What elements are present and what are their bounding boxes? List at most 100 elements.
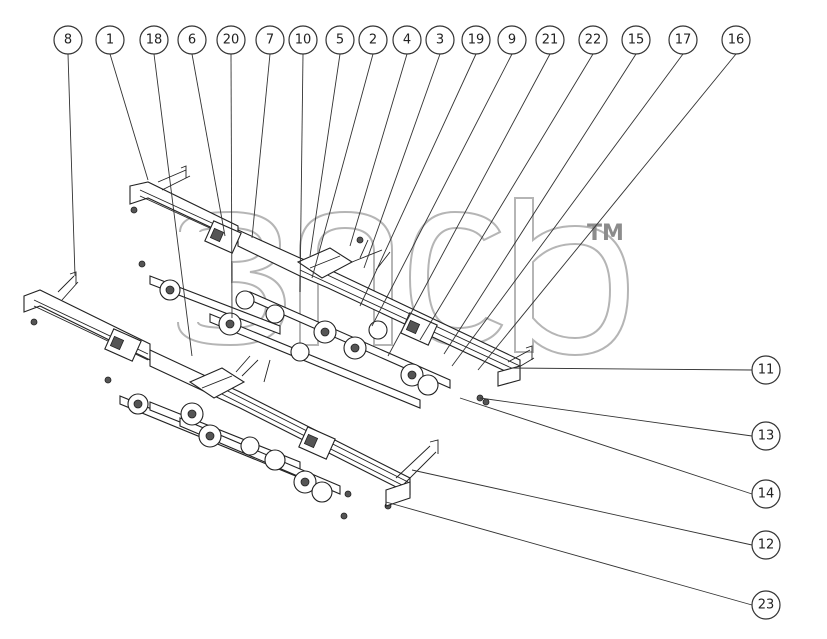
callout-number: 21	[542, 33, 559, 48]
callout-number: 15	[628, 33, 645, 48]
leader-line-9	[371, 53, 513, 327]
leader-line-20	[230, 53, 233, 319]
callout-number: 16	[728, 33, 745, 48]
callout-number: 5	[336, 33, 344, 48]
callout-circle	[751, 355, 781, 385]
top-callout-row: 8 1 18 6 20 7 10 5 2 4 3 19 9 21 22 15 17 16	[53, 25, 751, 55]
callout-circle	[751, 479, 781, 509]
leader-line-14	[459, 397, 753, 495]
callout-circle	[535, 25, 565, 55]
callout-circle	[288, 25, 318, 55]
callout-circle	[216, 25, 246, 55]
callout-number: 9	[508, 33, 516, 48]
watermark-trademark: TM	[587, 221, 624, 246]
callout-number: 8	[64, 33, 72, 48]
callout-number: 18	[146, 33, 163, 48]
callout-21: 21	[535, 25, 565, 55]
leader-line-16	[477, 53, 737, 371]
callout-circle	[139, 25, 169, 55]
callout-22: 22	[578, 25, 608, 55]
callout-14: 14	[751, 479, 781, 509]
callout-1: 1	[95, 25, 125, 55]
callout-number: 4	[403, 33, 411, 48]
callout-circle	[751, 590, 781, 620]
callout-circle	[255, 25, 285, 55]
callout-19: 19	[461, 25, 491, 55]
leader-line-1	[109, 53, 149, 181]
callout-3: 3	[425, 25, 455, 55]
callout-number: 19	[468, 33, 485, 48]
callout-2: 2	[358, 25, 388, 55]
callout-circle	[425, 25, 455, 55]
callout-circle	[497, 25, 527, 55]
callout-circle	[751, 530, 781, 560]
leader-line-15	[443, 53, 637, 355]
leader-line-11	[509, 367, 753, 371]
leader-lines	[67, 53, 753, 606]
callout-number: 14	[758, 487, 775, 502]
callout-10: 10	[288, 25, 318, 55]
callout-circle	[461, 25, 491, 55]
leader-line-21	[387, 53, 551, 357]
leader-line-6	[191, 53, 226, 237]
callout-15: 15	[621, 25, 651, 55]
leader-line-23	[385, 501, 753, 606]
leader-line-7	[251, 53, 271, 239]
leader-line-10	[299, 53, 304, 293]
callout-circle	[751, 421, 781, 451]
callout-7: 7	[255, 25, 285, 55]
callout-number: 1	[106, 33, 114, 48]
lower-suspension-assembly	[23, 271, 439, 520]
callout-number: 20	[223, 33, 240, 48]
callout-number: 10	[295, 33, 312, 48]
callout-18: 18	[139, 25, 169, 55]
callout-circle	[177, 25, 207, 55]
leader-line-22	[419, 53, 594, 341]
callout-4: 4	[392, 25, 422, 55]
callout-circle	[721, 25, 751, 55]
callout-circle	[53, 25, 83, 55]
right-callout-column: 11 13 14 12 23	[751, 355, 781, 620]
callout-17: 17	[668, 25, 698, 55]
leader-line-2	[311, 53, 374, 279]
callout-circle	[325, 25, 355, 55]
callout-circle	[668, 25, 698, 55]
callout-circle	[621, 25, 651, 55]
leader-line-13	[479, 397, 753, 437]
callout-20: 20	[216, 25, 246, 55]
leader-line-18	[153, 53, 193, 357]
callout-number: 11	[758, 363, 775, 378]
callout-number: 7	[266, 33, 274, 48]
callout-9: 9	[497, 25, 527, 55]
callout-number: 17	[675, 33, 692, 48]
callout-6: 6	[177, 25, 207, 55]
callout-11: 11	[751, 355, 781, 385]
leader-line-3	[363, 53, 441, 269]
callout-5: 5	[325, 25, 355, 55]
callout-number: 22	[585, 33, 602, 48]
leader-line-8	[67, 53, 76, 277]
leader-line-12	[411, 469, 753, 546]
callout-number: 13	[758, 429, 775, 444]
leader-line-17	[451, 53, 684, 367]
callout-16: 16	[721, 25, 751, 55]
callout-13: 13	[751, 421, 781, 451]
callout-circle	[95, 25, 125, 55]
leader-line-4	[349, 53, 408, 247]
upper-suspension-assembly	[129, 165, 535, 409]
leader-line-5	[309, 53, 341, 257]
leader-line-19	[359, 53, 477, 307]
callout-23: 23	[751, 590, 781, 620]
callout-number: 6	[188, 33, 196, 48]
callout-8: 8	[53, 25, 83, 55]
callout-number: 2	[369, 33, 377, 48]
callout-circle	[392, 25, 422, 55]
callout-number: 12	[758, 538, 775, 553]
callout-12: 12	[751, 530, 781, 560]
callout-number: 3	[436, 33, 444, 48]
callout-circle	[358, 25, 388, 55]
callout-number: 23	[758, 598, 775, 613]
callout-circle	[578, 25, 608, 55]
